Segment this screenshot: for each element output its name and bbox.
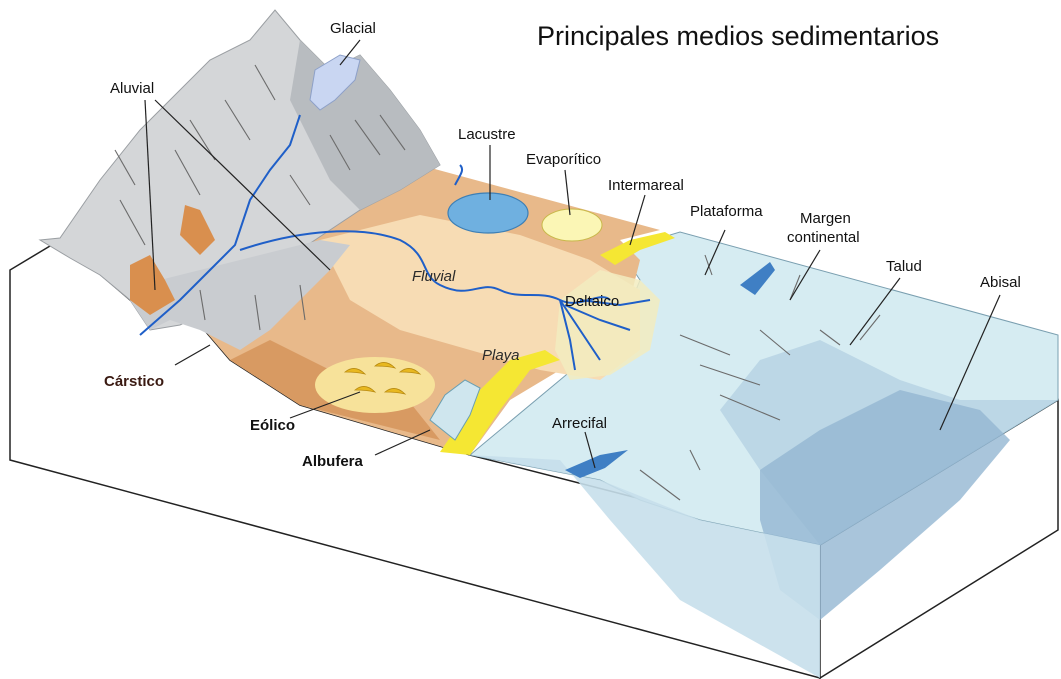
- label-aluvial: Aluvial: [110, 80, 154, 97]
- label-deltaico: Deltaico: [565, 293, 619, 310]
- label-glacial: Glacial: [330, 20, 376, 37]
- diagram-title: Principales medios sedimentarios: [537, 21, 939, 51]
- label-intermareal: Intermareal: [608, 177, 684, 194]
- evaporite-basin: [542, 209, 602, 241]
- label-abisal: Abisal: [980, 274, 1021, 291]
- label-evaporitico: Evaporítico: [526, 151, 601, 168]
- label-fluvial: Fluvial: [412, 268, 456, 285]
- label-talud: Talud: [886, 258, 922, 275]
- label-arrecifal: Arrecifal: [552, 415, 607, 432]
- label-albufera: Albufera: [302, 453, 364, 470]
- label-eolico: Eólico: [250, 417, 295, 434]
- label-plataforma: Plataforma: [690, 203, 763, 220]
- dune-field: [315, 357, 435, 413]
- label-carstico: Cárstico: [104, 373, 164, 390]
- label-lacustre: Lacustre: [458, 126, 516, 143]
- label-continental: continental: [787, 229, 860, 246]
- lake: [448, 193, 528, 233]
- label-playa: Playa: [482, 347, 520, 364]
- label-margen: Margen: [800, 210, 851, 227]
